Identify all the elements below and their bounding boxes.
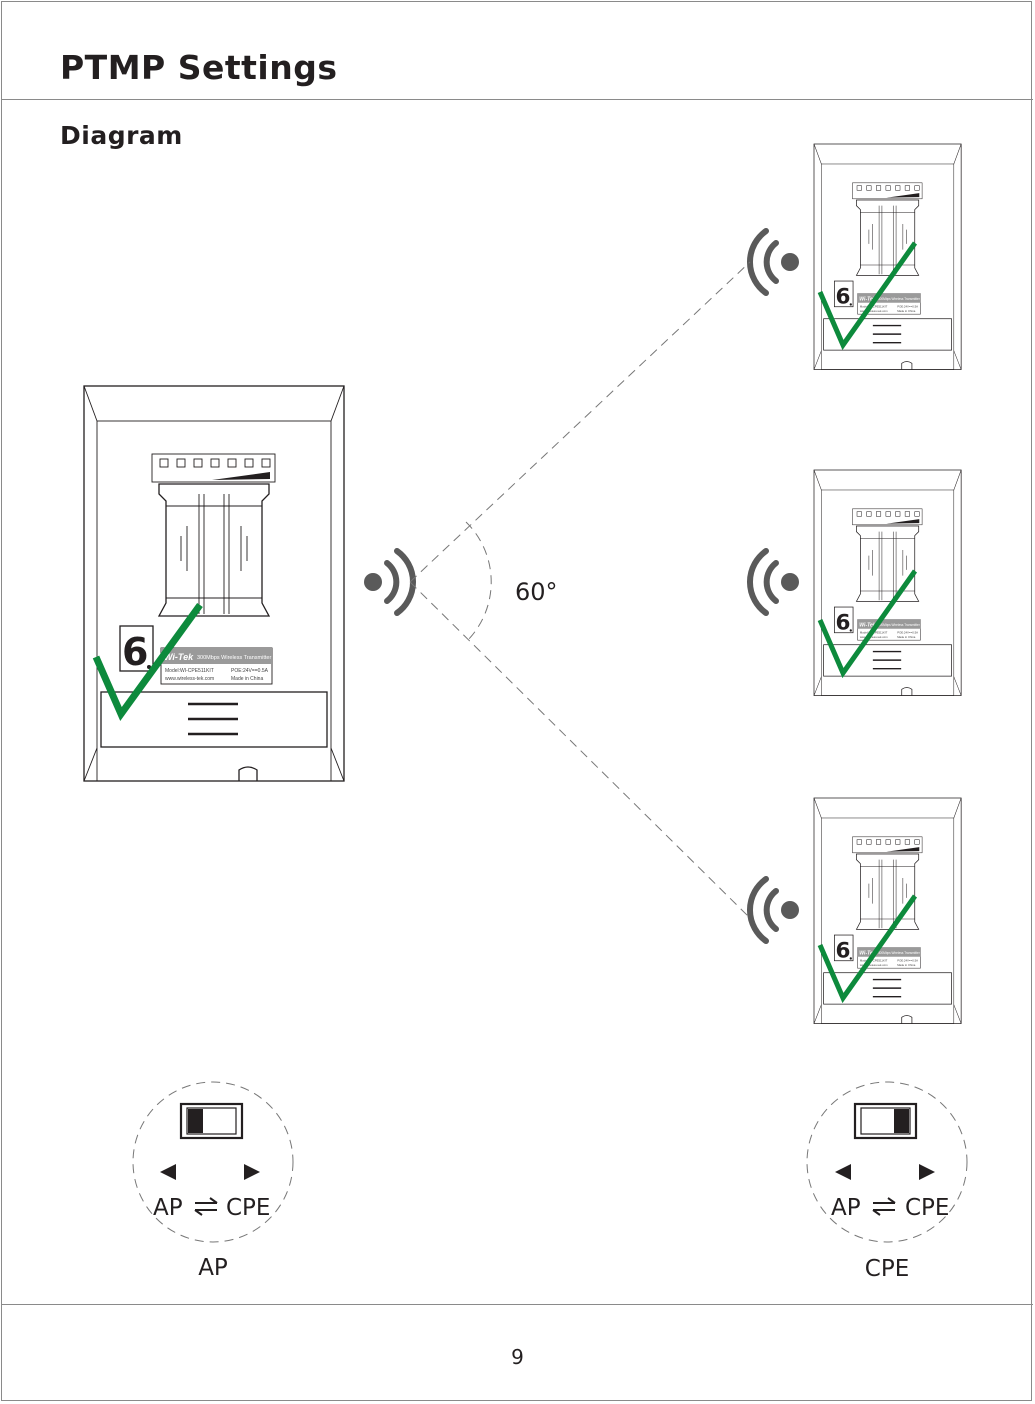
cpe-device-bottom: [813, 797, 962, 1025]
coverage-sector: [409, 261, 751, 919]
check-mark-icon: [817, 894, 918, 1004]
section-title: Diagram: [60, 121, 183, 150]
wifi-signal-icon: [750, 879, 799, 941]
check-mark-icon: [817, 241, 918, 351]
arrow-right-icon: [919, 1164, 935, 1180]
arrow-left-icon: [160, 1164, 176, 1180]
switch-right-label: CPE: [226, 1195, 270, 1221]
check-mark-icon: [92, 602, 203, 722]
swap-arrows-icon: [872, 1197, 896, 1216]
switch-caption: AP: [198, 1255, 228, 1281]
mode-switch-cpe: AP CPE CPE: [806, 1081, 968, 1282]
switch-caption: CPE: [865, 1256, 909, 1282]
switch-knob: [894, 1109, 909, 1133]
angle-label: 60°: [515, 578, 558, 606]
ap-device: [82, 384, 346, 783]
switch-right-label: CPE: [905, 1195, 949, 1221]
wifi-signal-icon: [750, 551, 799, 613]
switch-left-label: AP: [831, 1195, 861, 1221]
cpe-device-middle: [813, 469, 962, 697]
mode-switch-ap: AP CPE AP: [132, 1081, 294, 1281]
switch-left-label: AP: [153, 1195, 183, 1221]
page-title: PTMP Settings: [60, 48, 338, 87]
cpe-device-top: [813, 143, 962, 371]
header-divider: [1, 99, 1033, 100]
arrow-left-icon: [835, 1164, 851, 1180]
footer-divider: [1, 1304, 1033, 1305]
arrow-right-icon: [244, 1164, 260, 1180]
check-mark-icon: [817, 569, 918, 679]
wifi-signal-icon: [364, 551, 413, 613]
swap-arrows-icon: [194, 1197, 218, 1216]
page-number: 9: [511, 1345, 524, 1369]
switch-knob: [188, 1109, 203, 1133]
wifi-signal-icon: [750, 231, 799, 293]
